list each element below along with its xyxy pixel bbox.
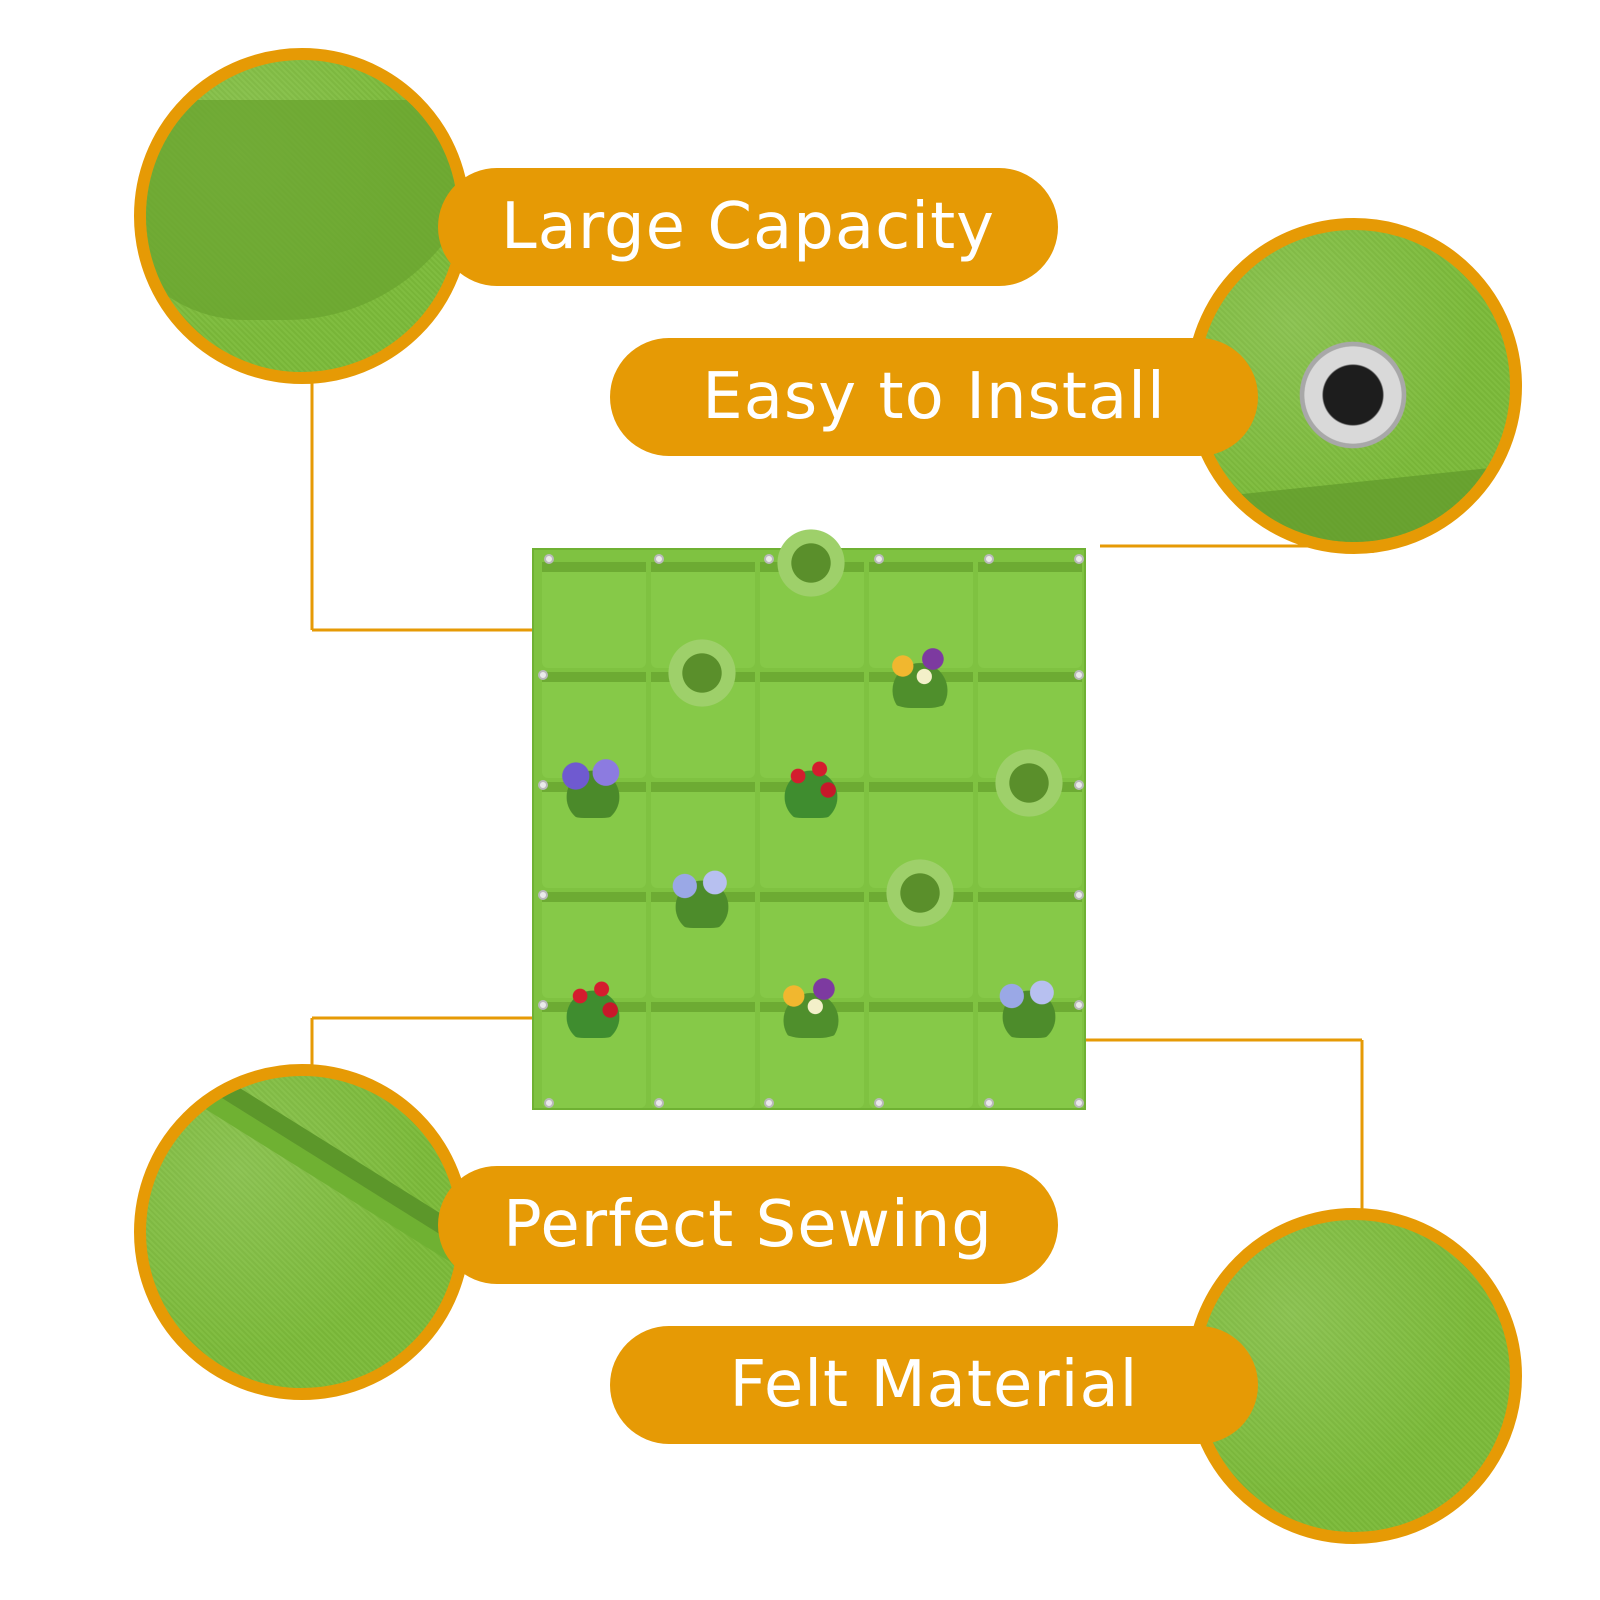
grommet-icon — [1298, 340, 1408, 450]
grommet-icon — [764, 1098, 774, 1108]
grommet-icon — [1074, 554, 1084, 564]
grommet-icon — [654, 554, 664, 564]
grommet-icon — [1074, 1000, 1084, 1010]
perfect-sewing-label: Perfect Sewing — [503, 1188, 993, 1262]
grommet-icon — [1074, 1098, 1084, 1108]
grommet-icon — [984, 554, 994, 564]
grommet-icon — [1074, 890, 1084, 900]
plant-red — [768, 748, 854, 818]
grommet-icon — [544, 1098, 554, 1108]
grommet-icon — [538, 780, 548, 790]
easy-to-install-badge: Easy to Install — [610, 338, 1258, 456]
plant-blue — [659, 858, 745, 928]
plant-pansy — [768, 968, 854, 1038]
planter-pocket — [978, 562, 1082, 668]
grommet-icon — [1074, 670, 1084, 680]
planter-pocket — [542, 562, 646, 668]
perfect-sewing-badge: Perfect Sewing — [438, 1166, 1058, 1284]
grommet-icon — [874, 1098, 884, 1108]
large-capacity-detail — [134, 48, 470, 384]
plant-blue — [986, 968, 1072, 1038]
grommet-icon — [874, 554, 884, 564]
hem-seam — [1198, 458, 1510, 542]
pocket-fold-detail — [146, 100, 458, 320]
plant-green — [659, 638, 745, 708]
plant-green — [986, 748, 1072, 818]
grommet-icon — [538, 670, 548, 680]
grommet-icon — [538, 1000, 548, 1010]
plant-pansy — [877, 638, 963, 708]
plant-green — [877, 858, 963, 928]
grommet-icon — [544, 554, 554, 564]
large-capacity-badge: Large Capacity — [438, 168, 1058, 286]
plant-purple — [550, 748, 636, 818]
plant-red — [550, 968, 636, 1038]
felt-material-badge: Felt Material — [610, 1326, 1258, 1444]
planter-pocket — [869, 1002, 973, 1108]
planter-pocket — [651, 1002, 755, 1108]
wall-planter-image — [532, 528, 1086, 1110]
grommet-icon — [654, 1098, 664, 1108]
grommet-icon — [1074, 780, 1084, 790]
grommet-icon — [538, 890, 548, 900]
easy-to-install-label: Easy to Install — [702, 360, 1166, 434]
grommet-icon — [984, 1098, 994, 1108]
plant-green — [768, 528, 854, 598]
stitch-detail — [146, 1076, 458, 1311]
large-capacity-label: Large Capacity — [500, 190, 996, 264]
perfect-sewing-detail — [134, 1064, 470, 1400]
felt-material-label: Felt Material — [729, 1348, 1139, 1422]
